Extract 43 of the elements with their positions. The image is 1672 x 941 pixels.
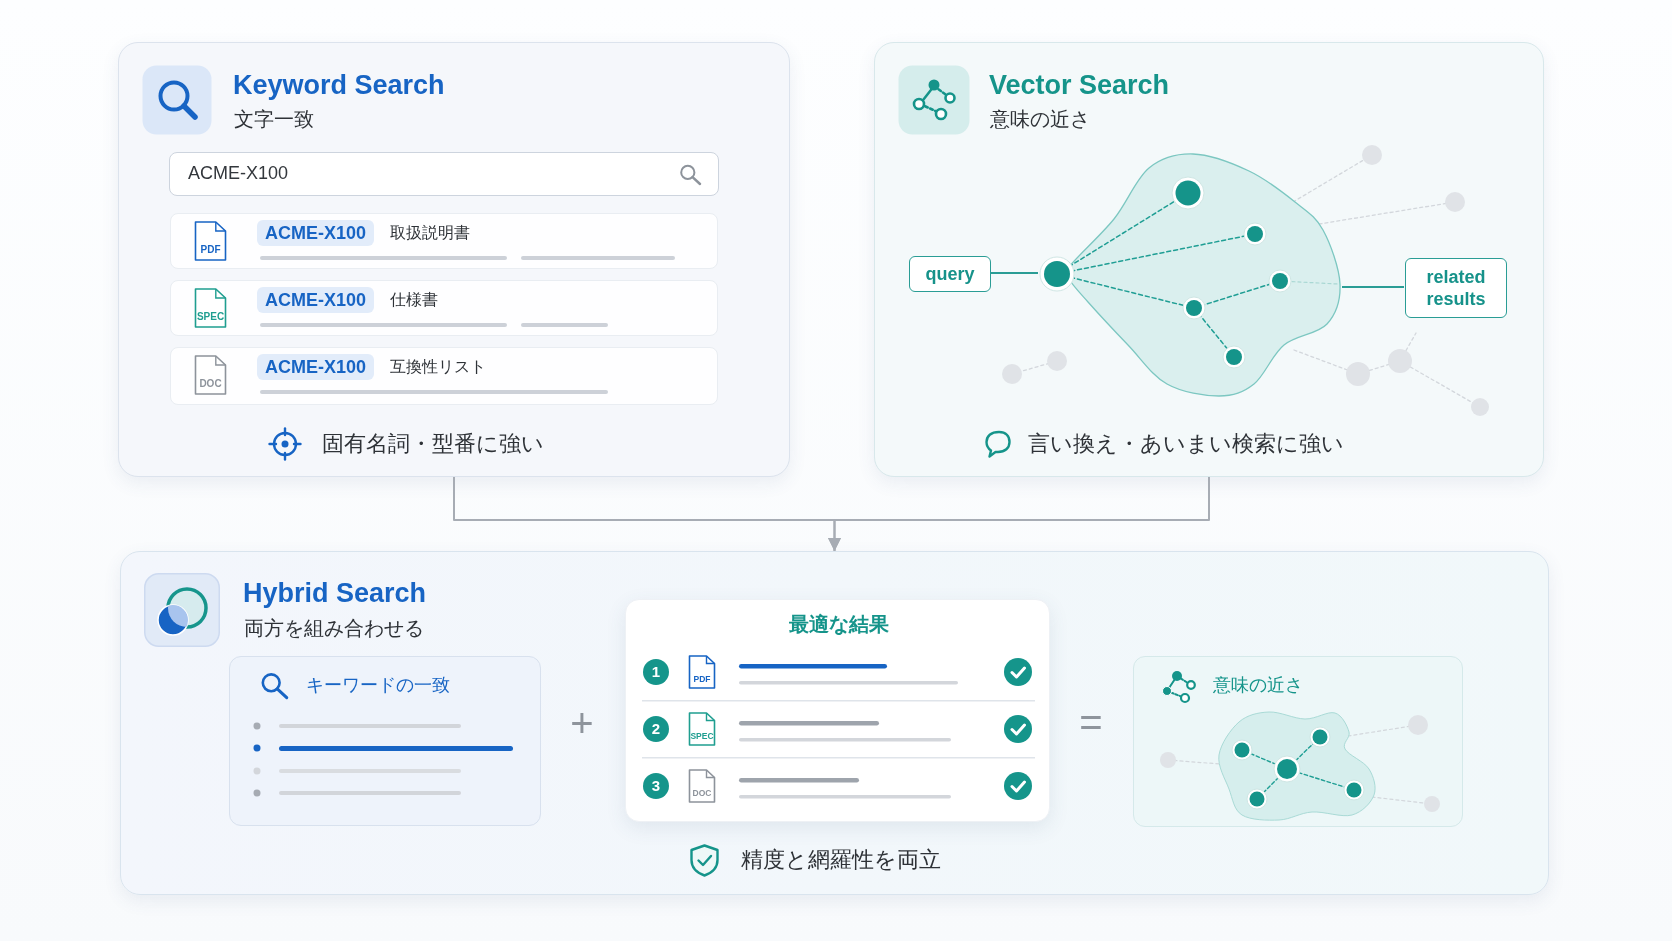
panel-subtitle: 意味の近さ (990, 107, 1090, 132)
keyword-highlight: ACME-X100 (257, 287, 375, 313)
file-icon: PDF (194, 221, 227, 261)
sub-panel-title: キーワードの一致 (306, 674, 450, 697)
file-icon: PDF (688, 655, 716, 689)
label-box: related results (1405, 258, 1507, 318)
panel-subtitle: 両方を組み合わせる (244, 616, 424, 641)
panel-subtitle: 文字一致 (234, 107, 314, 132)
number-badge: 3 (643, 773, 669, 799)
connector-line (1341, 286, 1405, 288)
number-badge: 2 (643, 716, 669, 742)
number-badge: 1 (643, 659, 669, 685)
file-icon: DOC (194, 355, 227, 395)
sub-panel (229, 656, 541, 826)
result-row (170, 213, 718, 269)
card-panel (120, 551, 1549, 895)
file-icon: SPEC (688, 712, 716, 746)
connector-line (989, 272, 1039, 274)
document-title: 互換性リスト (390, 357, 486, 377)
keyword-highlight: ACME-X100 (257, 220, 375, 246)
operator-sign: + (570, 700, 594, 747)
keyword-highlight: ACME-X100 (257, 354, 375, 380)
panel-note: 固有名詞・型番に強い (322, 430, 544, 458)
panel-title: Keyword Search (233, 69, 445, 101)
connector-arrow (828, 476, 1210, 552)
document-title: 取扱説明書 (390, 223, 470, 243)
search-field: ACME-X100 (169, 152, 719, 196)
label-box: query (909, 256, 991, 292)
document-title: 仕様書 (390, 290, 438, 310)
result-row (170, 280, 718, 336)
file-icon: SPEC (194, 288, 227, 328)
sub-panel-title: 意味の近さ (1213, 674, 1303, 697)
result-row (170, 347, 718, 405)
sub-panel (1133, 656, 1463, 827)
card-panel (118, 42, 790, 477)
panel-title: Vector Search (989, 69, 1170, 101)
panel-note: 言い換え・あいまい検索に強い (1028, 430, 1344, 458)
results-title: 最適な結果 (789, 612, 889, 637)
panel-title: Hybrid Search (243, 577, 427, 609)
results-card (625, 599, 1050, 822)
operator-sign: = (1079, 699, 1103, 746)
file-icon: DOC (688, 769, 716, 803)
panel-note: 精度と網羅性を両立 (741, 846, 941, 874)
